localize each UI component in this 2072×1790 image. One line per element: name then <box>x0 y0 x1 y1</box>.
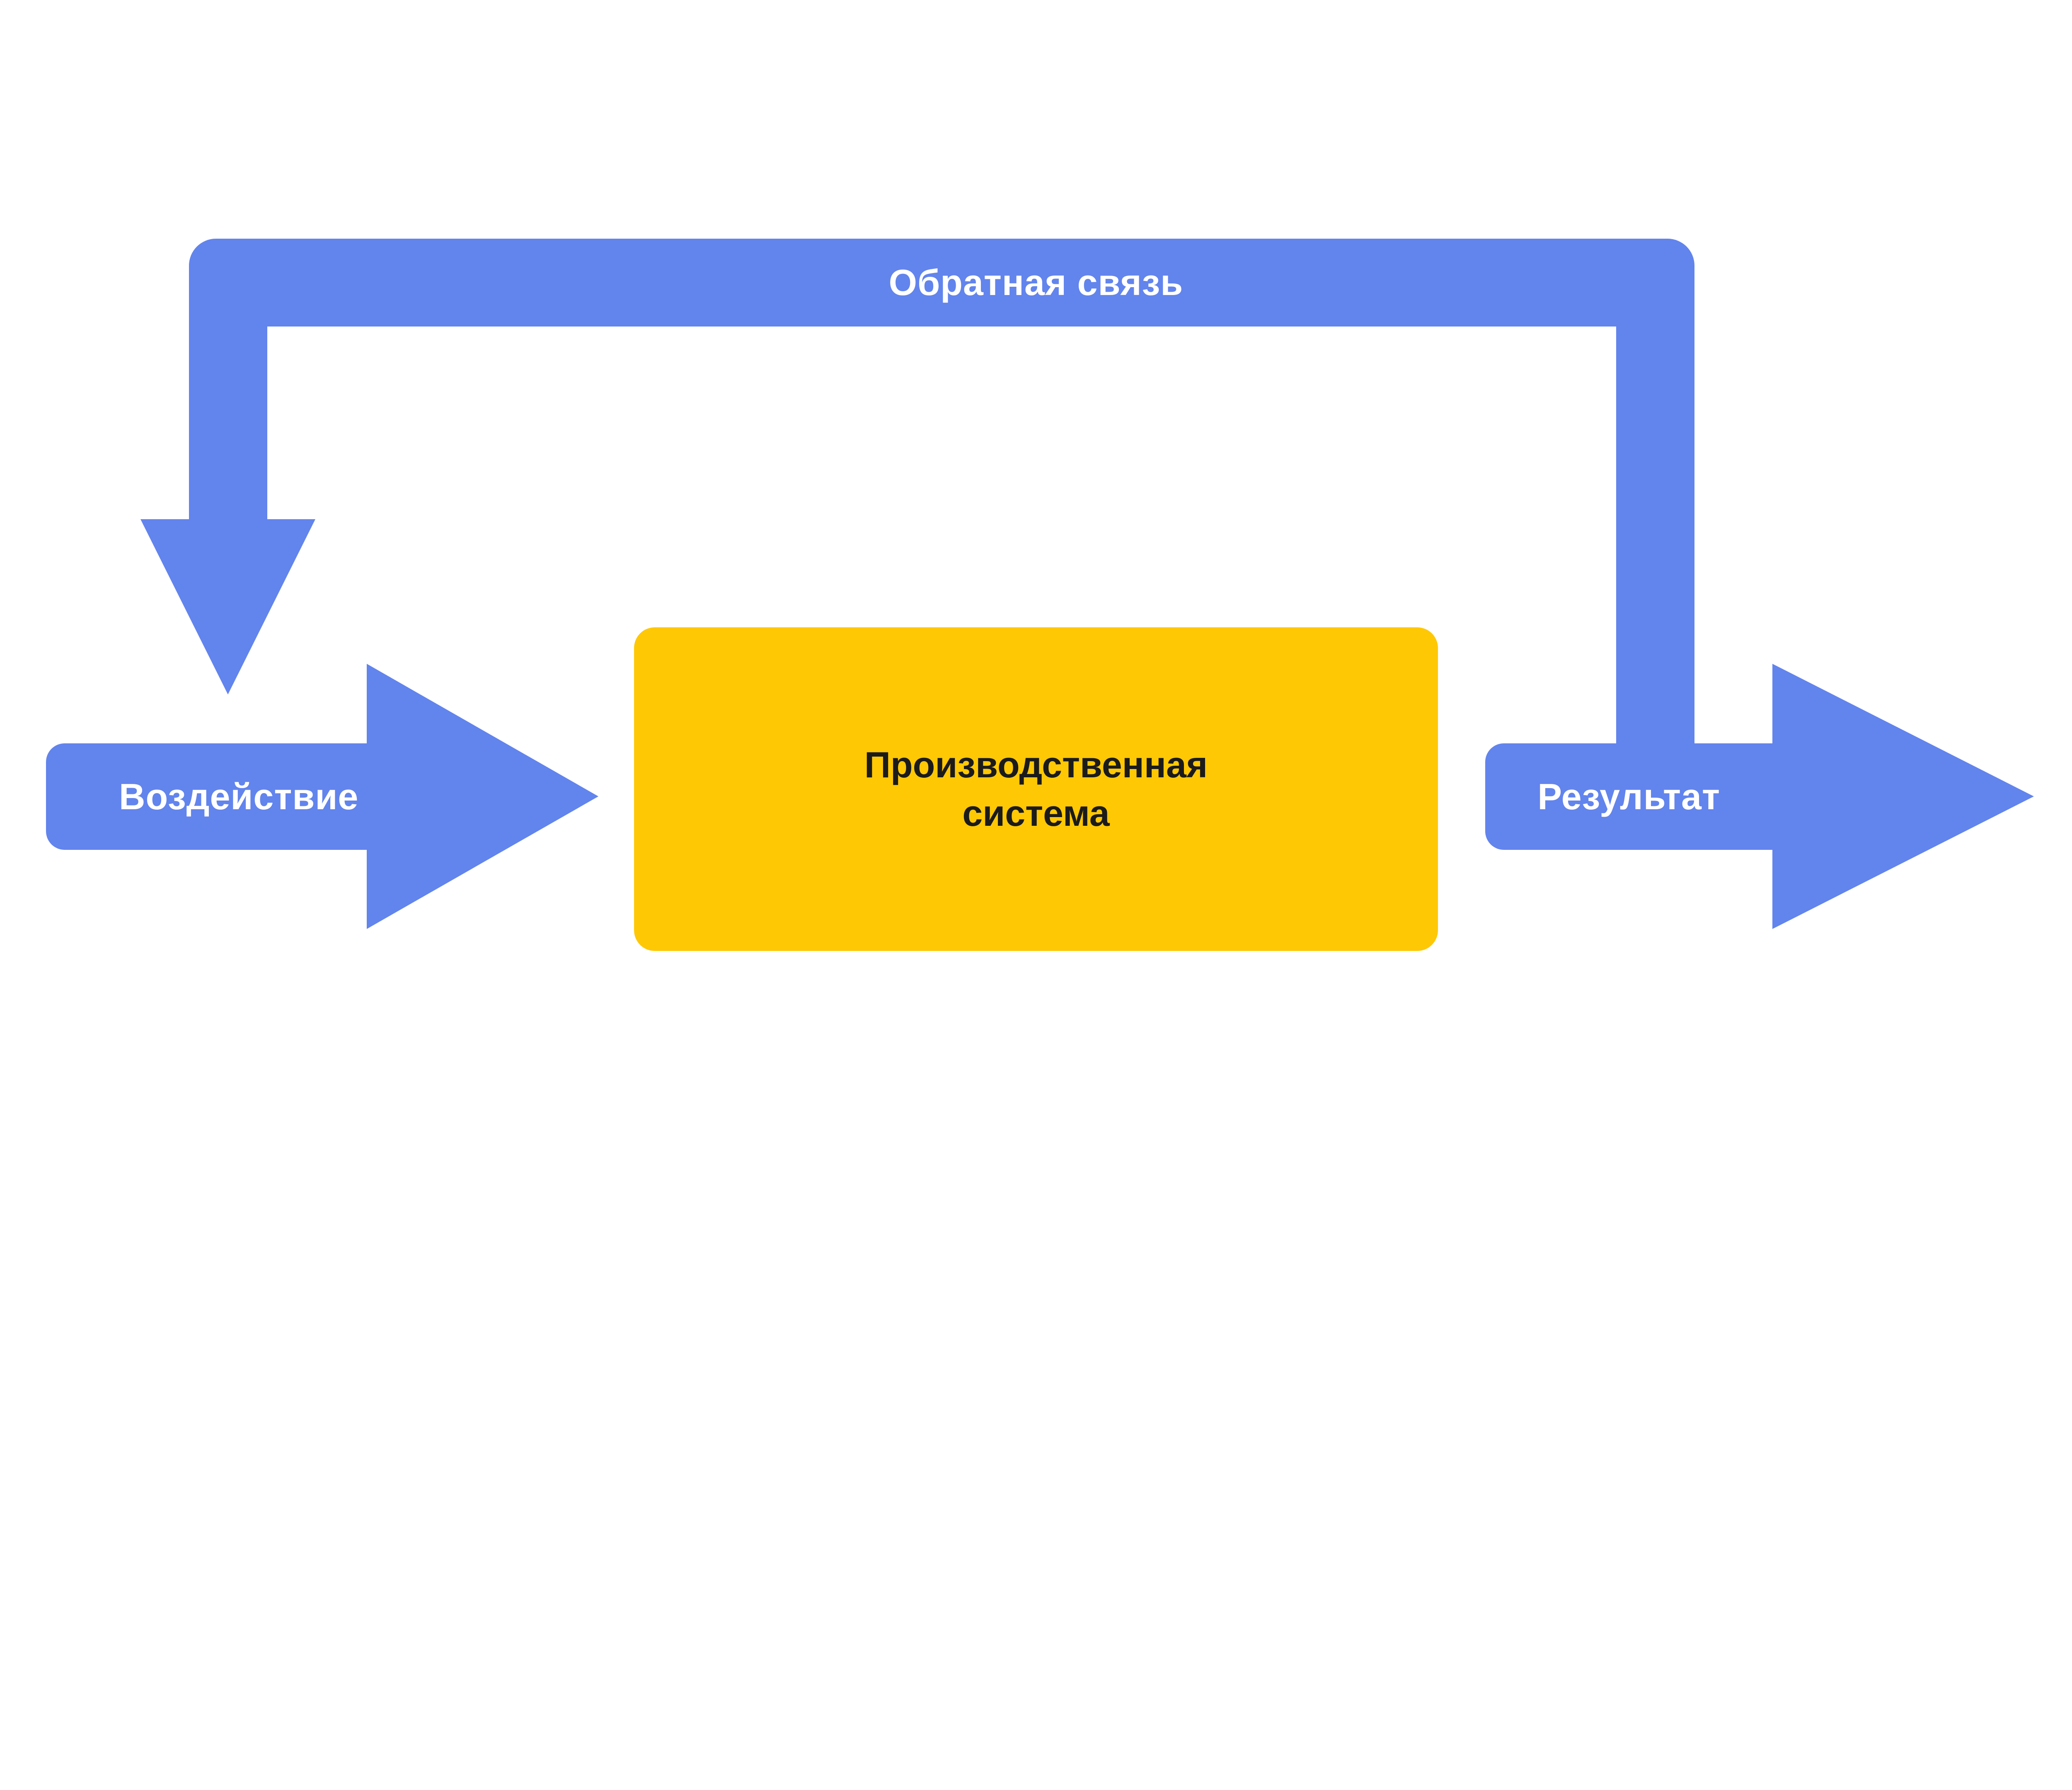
feedback-arrowhead-down-icon <box>140 519 315 695</box>
output-arrow-bar <box>1485 743 1798 850</box>
input-arrowhead-right-icon <box>367 663 599 929</box>
feedback-arrow-right-segment <box>1616 300 1694 810</box>
system-box: Производственная система <box>634 627 1438 951</box>
feedback-arrow-left-segment <box>189 300 267 520</box>
feedback-arrow-label: Обратная связь <box>888 262 1184 303</box>
diagram-canvas: Обратная связь Воздействие Производствен… <box>46 239 2034 951</box>
input-arrow-bar <box>46 743 373 850</box>
output-arrowhead-right-icon <box>1772 663 2034 929</box>
feedback-arrow-top-segment <box>189 239 1694 327</box>
system-box-label-line1: Производственная <box>864 744 1208 786</box>
system-box-label-line2: система <box>962 793 1110 834</box>
input-arrow-label: Воздействие <box>119 776 359 817</box>
output-arrow-label: Результат <box>1537 776 1720 817</box>
